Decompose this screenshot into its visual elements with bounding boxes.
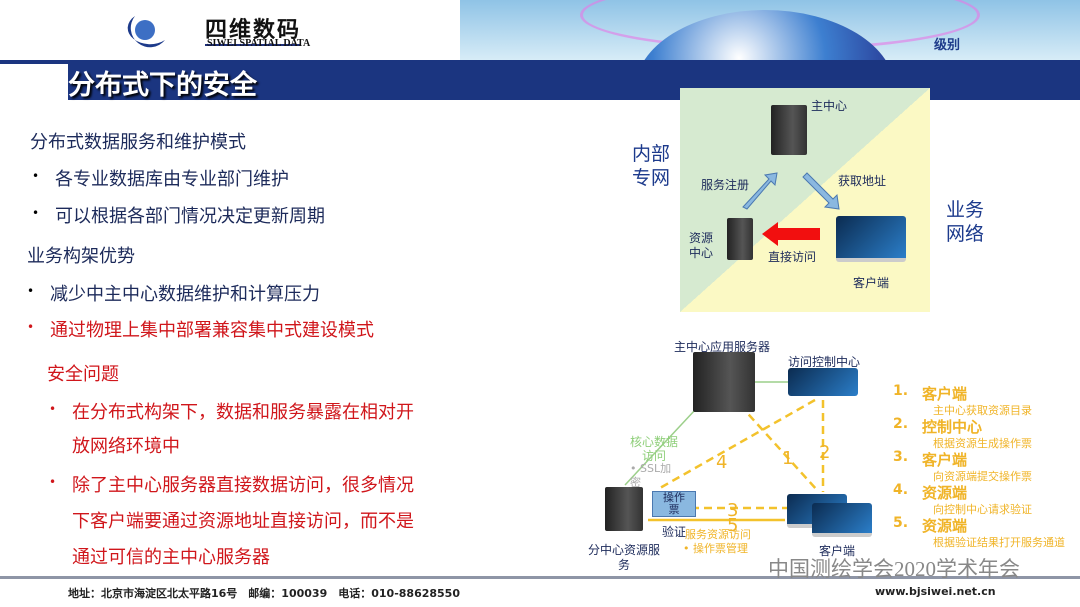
- content-line: 业务构架优势: [27, 246, 135, 267]
- bullet-icon: •: [32, 169, 40, 183]
- resource-center-label: 资源 中心: [689, 231, 714, 260]
- content-line: 在分布式构架下，数据和服务暴露在相对开: [72, 402, 414, 423]
- footer-address: 地址：北京市海淀区北太平路16号 邮编：100039 电话：010-886285…: [68, 587, 460, 600]
- main-center-server-icon: [771, 105, 807, 155]
- app-server-icon: [693, 352, 755, 412]
- sub-server-icon: [605, 487, 643, 531]
- step-desc: 向资源端提交操作票: [933, 470, 1032, 483]
- content-line: 减少中主中心数据维护和计算压力: [50, 284, 320, 305]
- step-title: 资源端: [922, 484, 968, 502]
- step-num: 1.: [893, 383, 909, 399]
- page-title: 分布式下的安全: [68, 70, 257, 101]
- step-title: 资源端: [922, 517, 968, 535]
- content-line: 下客户端要通过资源地址直接访问，而不是: [72, 511, 414, 532]
- step-num: 4.: [893, 482, 909, 498]
- flow-arrows-icon: [742, 172, 840, 210]
- arrow-label-1: 1: [782, 448, 794, 469]
- business-network-label: 业务 网络: [946, 199, 985, 245]
- logo-icon: [127, 16, 165, 48]
- bullet-icon: •: [32, 206, 40, 220]
- footer-divider: [0, 576, 1080, 579]
- step-desc: 根据资源生成操作票: [933, 437, 1032, 450]
- content-line: 分布式数据服务和维护模式: [30, 132, 246, 153]
- direct-access-arrow-icon: [762, 222, 820, 246]
- content-line: 可以根据各部门情况决定更新周期: [55, 206, 325, 227]
- resource-server-icon: [727, 218, 753, 260]
- arrow-label-2: 2: [819, 442, 831, 463]
- access-control-icon: [788, 368, 858, 396]
- register-label: 服务注册: [701, 178, 750, 192]
- verify-label: 验证: [662, 525, 687, 539]
- sub-server-label: 分中心资源服 务: [588, 543, 661, 572]
- client-label: 客户端: [853, 276, 890, 290]
- content-line: 放网络环境中: [72, 436, 180, 457]
- step-title: 客户端: [922, 451, 968, 469]
- security-flow-lines: [624, 381, 825, 522]
- ssl-label: • SSL加 密: [630, 462, 672, 489]
- client-label: 客户端: [819, 544, 856, 558]
- step-title: 客户端: [922, 385, 968, 403]
- main-center-label: 主中心: [811, 99, 848, 113]
- internal-network-label: 内部 专网: [632, 143, 671, 189]
- content-line: 通过物理上集中部署兼容集中式建设模式: [50, 320, 374, 341]
- step-title: 控制中心: [922, 418, 983, 436]
- direct-access-label: 直接访问: [768, 250, 817, 264]
- step-desc: 向控制中心请求验证: [933, 503, 1032, 516]
- bullet-icon: •: [49, 402, 57, 416]
- step-num: 2.: [893, 416, 909, 432]
- footer-website: www.bjsiwei.net.cn: [875, 585, 996, 598]
- arrow-label-3: 3: [727, 500, 739, 521]
- watermark: 中国测绘学会2020学术年会: [768, 557, 1020, 581]
- content-line: 各专业数据库由专业部门维护: [55, 169, 289, 190]
- ticket-mgmt-label: • 操作票管理: [683, 542, 748, 555]
- client-laptop-icon: [836, 216, 906, 262]
- logo-text: 四维数码: [205, 12, 302, 46]
- app-server-label: 主中心应用服务器: [674, 340, 771, 354]
- content-line: 通过可信的主中心服务器: [72, 547, 270, 568]
- content-line: 除了主中心服务器直接数据访问，很多情况: [72, 475, 414, 496]
- bullet-icon: •: [27, 284, 35, 298]
- step-desc: 主中心获取资源目录: [933, 404, 1032, 417]
- bullet-icon: •: [27, 320, 35, 334]
- step-num: 5.: [893, 515, 909, 531]
- access-control-label: 访问控制中心: [788, 355, 861, 369]
- title-bar-line: [0, 60, 68, 64]
- arrow-label-5: 5: [727, 515, 739, 536]
- banner-text: 级别: [933, 38, 960, 53]
- logo-subtext: SIWEI SPATIAL DATA: [207, 38, 311, 49]
- get-address-label: 获取地址: [838, 174, 887, 188]
- arrow-label-4: 4: [716, 452, 728, 473]
- content-line: 安全问题: [47, 364, 119, 385]
- core-access-label: 核心数据 访问: [630, 435, 679, 463]
- header-banner-image: 级别: [460, 0, 1080, 60]
- client-laptop-icon: [812, 503, 872, 537]
- service-access-label: 服务资源访问: [685, 528, 751, 541]
- bullet-icon: •: [49, 475, 57, 489]
- ticket-box: 操作 票: [652, 491, 696, 517]
- step-num: 3.: [893, 449, 909, 465]
- step-desc: 根据验证结果打开服务通道: [933, 536, 1065, 549]
